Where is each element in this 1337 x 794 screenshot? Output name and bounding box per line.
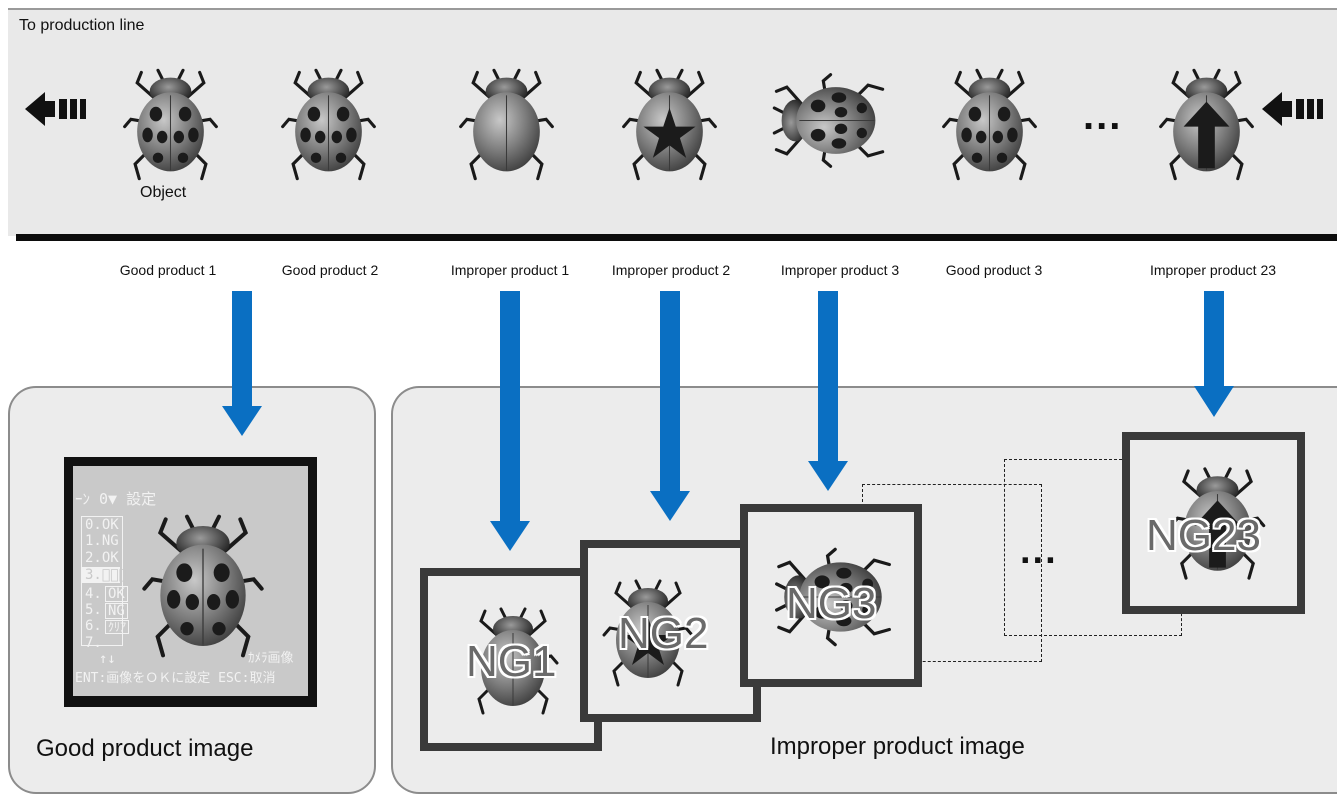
flow-right-in-arrow-icon (1262, 92, 1323, 126)
screen-list-item: 1.NG (85, 533, 119, 549)
ng2-label: NG2 (618, 609, 709, 658)
camera-screen: ｰﾝ 0▼ 設定 0.OK 1.NG 2.OK 3.ﾞﾞﾞ 4. 5. 6. 7… (64, 457, 317, 707)
ng23-label: NG23 (1146, 511, 1261, 560)
ng3-label: NG3 (786, 579, 877, 628)
screen-list-box (81, 516, 123, 646)
screen-list-item: 7. (85, 635, 102, 651)
object-bug-good-3-icon (937, 62, 1042, 187)
screen-list-item: 0.OK (85, 517, 119, 533)
object-bug-improper-2-icon (617, 62, 722, 187)
screen-ng-button: NG (105, 603, 128, 619)
screen-camera-label: ｶﾒﾗ画像 (248, 651, 294, 666)
flow-left-arrow-icon (25, 92, 86, 126)
ng1-label: NG1 (466, 637, 557, 686)
label-improper-product-3: Improper product 3 (780, 262, 900, 278)
screen-header: ｰﾝ 0▼ 設定 (75, 490, 157, 508)
label-improper-product-1: Improper product 1 (450, 262, 570, 278)
object-bug-improper-3-icon (766, 68, 891, 173)
screen-list-item: 6. (85, 618, 102, 634)
screen-list-item: 5. (85, 602, 102, 618)
screen-arrows: ↑↓ (99, 651, 116, 667)
screen-ok-button: OK (105, 586, 128, 602)
screen-clear-button: ｸﾘｱ (105, 620, 130, 634)
improper-product-caption: Improper product image (770, 733, 1025, 760)
line-ellipsis: ... (1083, 94, 1123, 138)
screen-list-item: 3.ﾞﾞﾞ (85, 567, 128, 583)
object-bug-good-1-icon (118, 62, 223, 187)
object-bug-good-2-icon (276, 62, 381, 187)
ng2-frame: NG2 (580, 540, 761, 722)
production-line-title: To production line (19, 17, 145, 34)
object-bug-improper-1-icon (454, 62, 559, 187)
screen-list-item: 2.OK (85, 550, 119, 566)
ng3-frame: NG3 (740, 504, 922, 687)
ng23-frame: NG23 (1122, 432, 1305, 614)
ng1-frame: NG1 (420, 568, 602, 751)
label-improper-product-23: Improper product 23 (1149, 262, 1277, 278)
conveyor-belt (16, 234, 1337, 241)
label-good-product-3: Good product 3 (945, 262, 1043, 278)
screen-list-item: 4. (85, 586, 102, 602)
label-improper-product-2: Improper product 2 (611, 262, 731, 278)
label-good-product-2: Good product 2 (281, 262, 379, 278)
label-good-product-1: Good product 1 (119, 262, 217, 278)
screen-list-highlight (82, 567, 120, 583)
ng-ellipsis: ... (1020, 530, 1058, 572)
good-product-caption: Good product image (36, 735, 254, 762)
screen-footer: ENT:画像をＯＫに設定 ESC:取消 (75, 671, 276, 686)
screen-bug-icon (133, 506, 273, 666)
object-bug-improper-23-icon (1154, 62, 1259, 187)
object-label: Object (140, 184, 187, 201)
